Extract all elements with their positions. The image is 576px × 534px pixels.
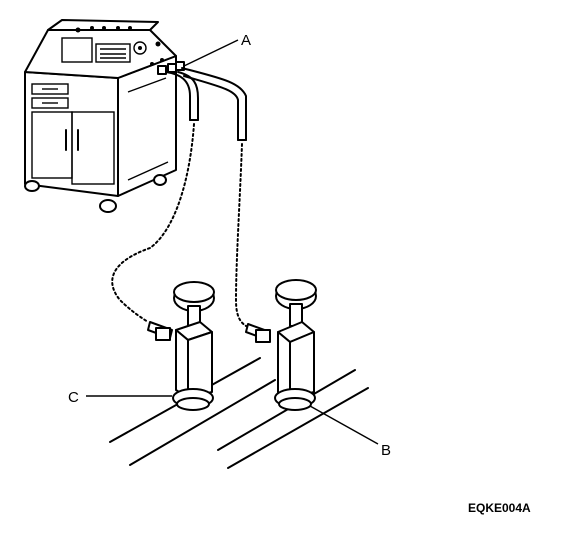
leader-lines [86, 39, 379, 445]
hose-left [111, 71, 199, 323]
jack-right [245, 279, 317, 411]
jack-left [147, 281, 215, 411]
callout-c: C [68, 389, 79, 406]
leader-a [183, 39, 239, 67]
callout-b: B [381, 442, 391, 459]
leader-b [309, 405, 379, 445]
hose-right [181, 67, 247, 327]
console-output-fittings [157, 61, 185, 75]
callout-a: A [241, 32, 251, 49]
figure-code: EQKE004A [468, 501, 531, 515]
test-console-cabinet [24, 19, 177, 213]
floor-rails [109, 357, 369, 469]
